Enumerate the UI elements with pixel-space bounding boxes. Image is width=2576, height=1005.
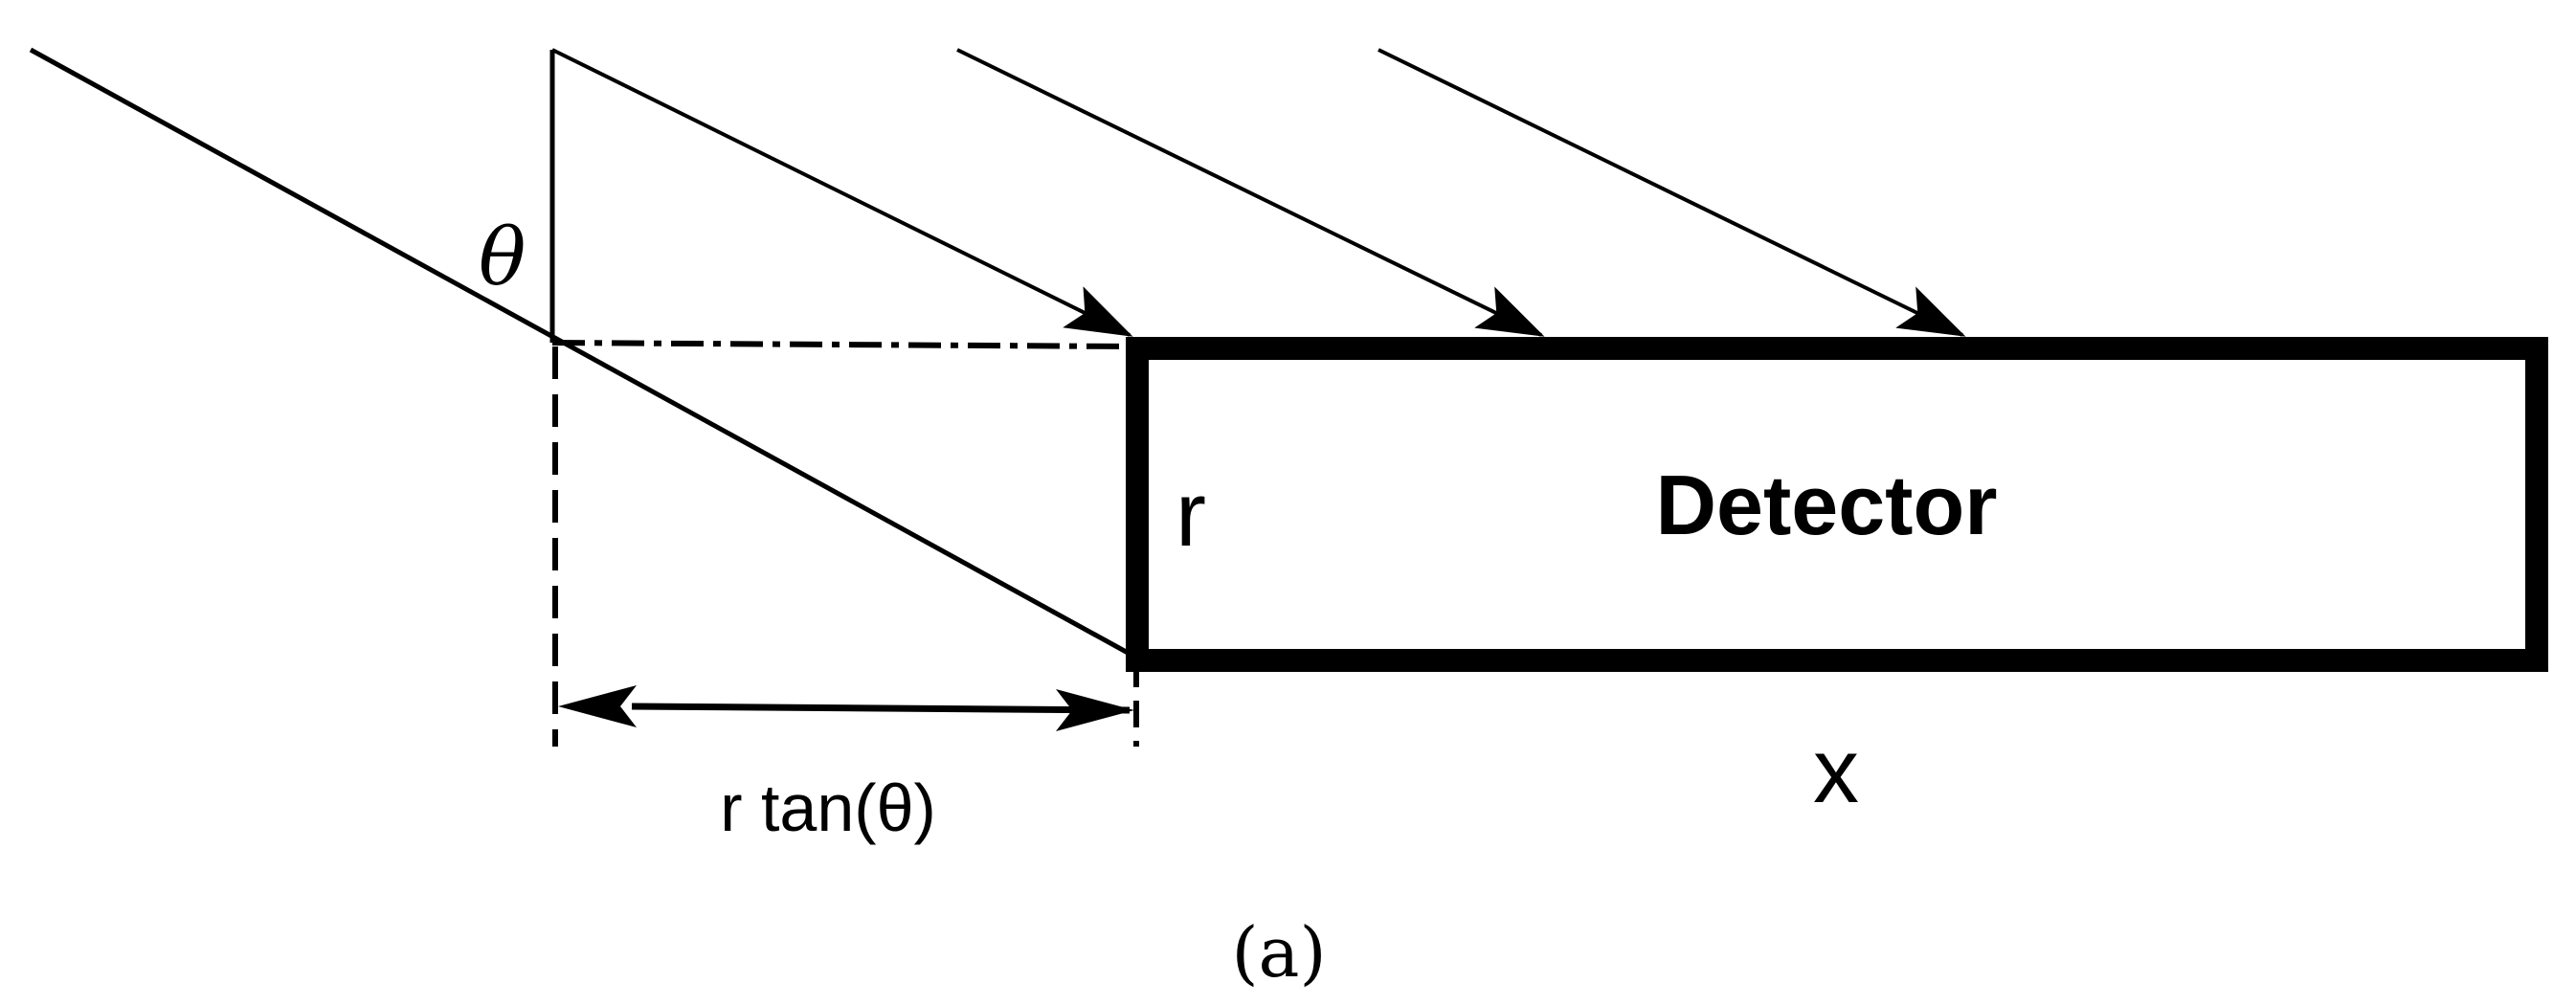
incident-arrow-1	[551, 48, 1133, 337]
dimension-arrowhead-right	[1056, 689, 1134, 731]
detector-box	[1126, 337, 2548, 672]
incident-arrow-2	[956, 48, 1545, 337]
incident-arrow-3	[1378, 48, 1966, 337]
theta-label: θ	[479, 212, 526, 303]
dimension-label: r tan(θ)	[720, 770, 936, 845]
x-label: x	[1813, 720, 1859, 822]
dimension-arrow	[631, 703, 1131, 714]
r-label: r	[1176, 463, 1206, 566]
dash-dot-reference-line	[551, 340, 1131, 349]
detector-label: Detector	[1656, 458, 1998, 552]
dimension-arrowhead-left	[558, 685, 637, 727]
figure-caption: (a)	[1231, 912, 1326, 993]
long-incident-ray	[29, 47, 1131, 657]
